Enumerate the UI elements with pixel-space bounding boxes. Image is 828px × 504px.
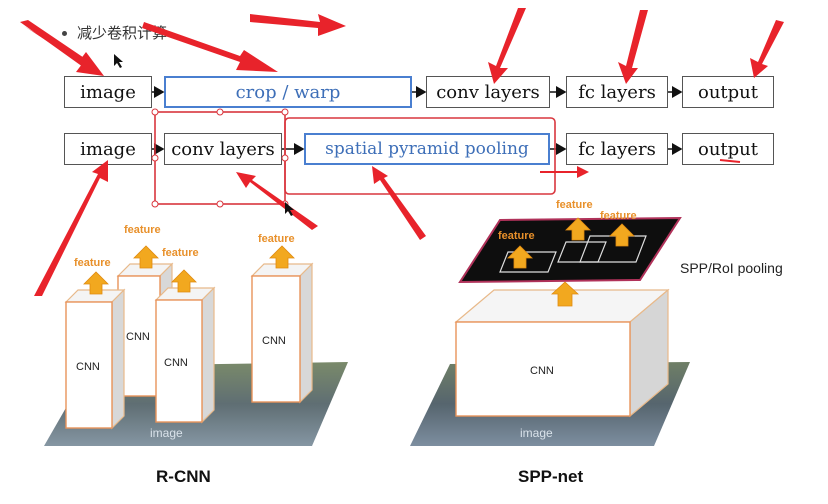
rcnn-feature-label: feature <box>74 257 111 269</box>
top-fc-layers-box: fc layers <box>566 76 668 108</box>
bottom-image-box: image <box>64 133 152 165</box>
spp-feature-label: feature <box>600 210 637 222</box>
rcnn-cnn-box: CNN <box>250 262 314 404</box>
spp-cnn-block: CNN <box>454 288 670 418</box>
top-image-box: image <box>64 76 152 108</box>
cursor-icon <box>114 54 123 68</box>
spp-feature-label: feature <box>498 230 535 242</box>
rcnn-cnn-label: CNN <box>262 335 286 347</box>
rcnn-cnn-label: CNN <box>126 331 150 343</box>
sppnet-caption: SPP-net <box>518 467 584 486</box>
bottom-fc-layers-box: fc layers <box>566 133 668 165</box>
rcnn-image-label: image <box>150 426 183 440</box>
spp-image-label: image <box>520 426 553 440</box>
spp-feature-arrows <box>507 217 635 269</box>
rcnn-feature-label: feature <box>162 247 199 259</box>
top-output-box: output <box>682 76 774 108</box>
rcnn-cnn-box: CNN <box>154 286 216 424</box>
rcnn-cnn-label: CNN <box>164 357 188 369</box>
spp-pool-label: SPP/RoI pooling <box>680 260 783 276</box>
bottom-output-box: output <box>682 133 774 165</box>
red-tick-mark <box>719 159 741 163</box>
top-crop-warp-box: crop / warp <box>164 76 412 108</box>
bottom-spp-box: spatial pyramid pooling <box>304 133 550 165</box>
bullet-dot <box>62 31 67 36</box>
rcnn-feature-label: feature <box>124 224 161 236</box>
rcnn-feature-arrows <box>83 245 295 295</box>
spp-cnn-label: CNN <box>530 365 554 377</box>
rcnn-cnn-label: CNN <box>76 361 100 373</box>
spp-up-arrow <box>550 281 580 307</box>
bottom-conv-layers-box: conv layers <box>164 133 282 165</box>
rcnn-cnn-box: CNN <box>64 288 126 430</box>
top-conv-layers-box: conv layers <box>426 76 550 108</box>
rcnn-caption: R-CNN <box>156 467 211 486</box>
rcnn-feature-label: feature <box>258 233 295 245</box>
red-annotation-arrows <box>20 8 784 296</box>
cursor-icon <box>285 202 294 216</box>
spp-feature-label: feature <box>556 199 593 211</box>
